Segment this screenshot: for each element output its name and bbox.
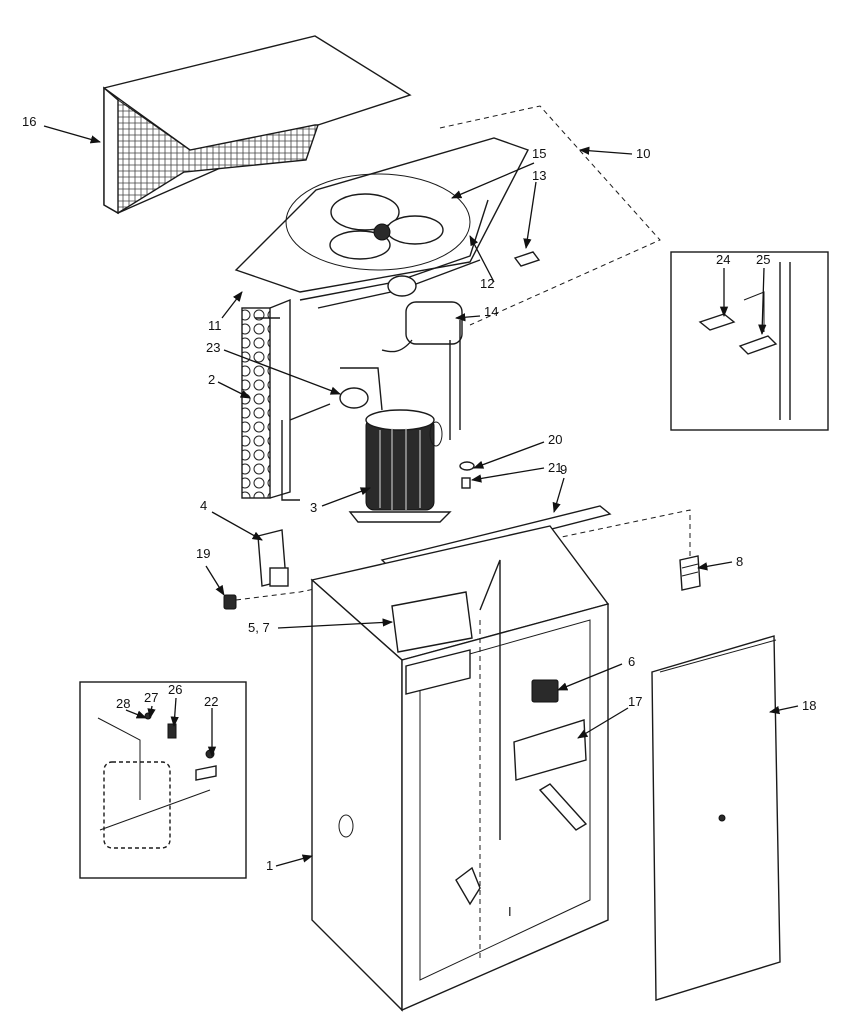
callout-27: 27	[144, 690, 158, 705]
callout-1: 1	[266, 858, 273, 873]
callout-23: 23	[206, 340, 220, 355]
callout-21: 21	[548, 460, 562, 475]
inset-detail-22-28	[79, 681, 247, 879]
shroud-outline-dashed	[439, 105, 661, 326]
callout-11: 11	[208, 318, 222, 333]
callout-24: 24	[716, 252, 730, 267]
fan-shroud-panel	[234, 137, 529, 309]
compressor	[348, 409, 452, 523]
callout-3: 3	[310, 500, 317, 515]
callout-14: 14	[484, 304, 498, 319]
callout-19: 19	[196, 546, 210, 561]
callout-10: 10	[636, 146, 650, 161]
filter-drier	[339, 367, 383, 411]
callout-20: 20	[548, 432, 562, 447]
relay-19	[223, 594, 237, 610]
capacitor-bracket	[257, 529, 289, 587]
callout-2: 2	[208, 372, 215, 387]
grommet-20	[459, 461, 475, 471]
callout-17: 17	[628, 694, 642, 709]
front-panel	[651, 635, 781, 1001]
inset-detail-24-25	[670, 251, 829, 431]
bracket-13	[513, 251, 541, 267]
callout-13: 13	[532, 168, 546, 183]
clip-8	[679, 555, 701, 591]
callout-9: 9	[560, 462, 567, 477]
callout-25: 25	[756, 252, 770, 267]
callout-12: 12	[480, 276, 494, 291]
callout-28: 28	[116, 696, 130, 711]
callout-4: 4	[200, 498, 207, 513]
leader-lines	[43, 125, 799, 867]
fan-motor	[381, 275, 463, 353]
switch-6	[531, 679, 559, 703]
callout-labels: 16 10 15 13 12 14 11 23 2 3 20 21 9 4 19…	[22, 114, 816, 919]
condenser-coil	[241, 298, 461, 501]
floor-mark: I	[508, 904, 512, 919]
callout-15: 15	[532, 146, 546, 161]
callout-16: 16	[22, 114, 36, 129]
callout-6: 6	[628, 654, 635, 669]
top-cover-grille	[103, 35, 412, 215]
sleeve-21	[461, 477, 471, 489]
callout-8: 8	[736, 554, 743, 569]
callout-18: 18	[802, 698, 816, 713]
cabinet	[310, 525, 610, 1012]
control-box	[391, 591, 473, 695]
callout-5-7: 5, 7	[248, 620, 270, 635]
plate-17	[513, 719, 587, 781]
callout-26: 26	[168, 682, 182, 697]
callout-22: 22	[204, 694, 218, 709]
